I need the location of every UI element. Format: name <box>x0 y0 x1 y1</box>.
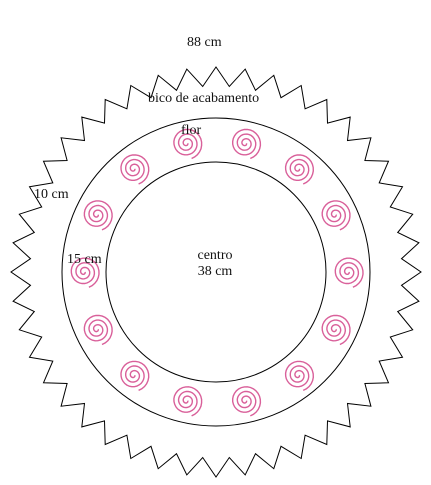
spiral-flower-icon <box>173 386 203 417</box>
spiral-flower-icon <box>321 200 351 231</box>
spiral-flower-icon <box>334 257 364 288</box>
spiral-flower-icon <box>284 360 315 392</box>
center-size: 38 cm <box>197 264 233 279</box>
zigzag-trim-border <box>10 66 422 478</box>
spiral-flower-icon <box>232 128 262 160</box>
flower-ring <box>70 128 364 417</box>
spiral-flower-icon <box>232 386 262 417</box>
center-word: centro <box>197 248 233 263</box>
spiral-flower-icon <box>173 128 203 160</box>
center-label: centro 38 cm <box>165 248 265 280</box>
trim-label: bico de acabamento <box>148 91 260 106</box>
ring-width-15-label: 15 cm <box>67 252 102 267</box>
spiral-flower-icon <box>120 154 150 185</box>
outer-ring-circle <box>61 117 371 427</box>
spiral-flower-icon <box>70 257 100 288</box>
ring-width-10-label: 10 cm <box>34 187 69 202</box>
spiral-flower-icon <box>284 154 315 185</box>
spiral-flower-icon <box>321 314 351 346</box>
outer-diameter-label: 88 cm <box>187 35 222 50</box>
spiral-flower-icon <box>120 360 150 392</box>
spiral-flower-icon <box>83 200 113 231</box>
flower-label: flor <box>181 123 202 138</box>
center-circle <box>105 161 327 383</box>
spiral-flower-icon <box>83 314 113 346</box>
